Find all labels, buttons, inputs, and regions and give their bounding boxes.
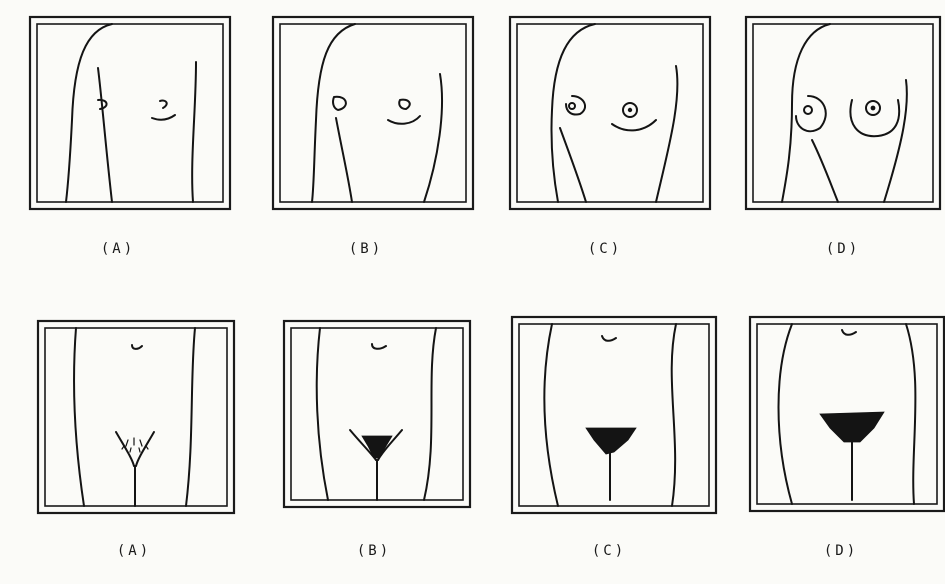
label-pubic-c: (C): [592, 543, 626, 559]
panel-pubic-d: [750, 317, 944, 511]
label-breast-b: (B): [349, 241, 383, 257]
label-pubic-b: (B): [357, 543, 391, 559]
navel: [842, 330, 856, 335]
panel-frame: [510, 17, 710, 209]
breast-right-fold: [612, 120, 656, 130]
torso-side: [884, 80, 907, 202]
panel-breast-c: [510, 17, 710, 209]
hip-left: [317, 328, 328, 500]
navel: [132, 345, 142, 349]
panel-breast-a: [30, 17, 230, 209]
breast-right-fold: [152, 115, 175, 120]
breast-left: [333, 97, 346, 110]
panel-frame: [273, 17, 473, 209]
navel: [372, 344, 386, 349]
hip-right: [424, 328, 436, 500]
panel-pubic-a: [38, 321, 234, 513]
panel-breast-b: [273, 17, 473, 209]
arm-outline: [336, 118, 352, 202]
panel-frame-inner: [280, 24, 466, 202]
hip-right: [186, 328, 195, 506]
nipple-right: [628, 108, 632, 112]
pubic-hair: [586, 428, 636, 454]
label-breast-d: (D): [826, 241, 860, 257]
label-pubic-d: (D): [824, 543, 858, 559]
torso-side: [424, 74, 442, 202]
torso-side: [656, 66, 677, 202]
panel-pubic-b: [284, 321, 470, 507]
panel-pubic-c: [512, 317, 716, 513]
panel-frame: [746, 17, 940, 209]
breast-right: [160, 101, 167, 108]
breast-right-fold: [388, 116, 420, 124]
breast-right: [850, 100, 899, 136]
body-outline: [551, 24, 595, 202]
nipple-left: [569, 103, 575, 109]
arm-outline: [812, 140, 838, 202]
panel-frame: [512, 317, 716, 513]
arm-outline: [98, 68, 112, 202]
pubic-hair: [820, 412, 884, 442]
body-outline: [312, 24, 355, 202]
panel-frame: [30, 17, 230, 209]
torso-side: [192, 62, 196, 202]
hip-right: [906, 324, 915, 504]
label-breast-c: (C): [588, 241, 622, 257]
body-outline: [66, 24, 112, 202]
nipple-right: [871, 106, 875, 110]
hip-left: [779, 324, 793, 504]
hip-left: [544, 324, 558, 506]
hip-right: [672, 324, 676, 506]
label-breast-a: (A): [101, 241, 135, 257]
nipple-left: [804, 106, 812, 114]
navel: [602, 336, 616, 341]
panel-breast-d: [746, 17, 940, 209]
arm-outline: [560, 128, 586, 202]
breast-right: [399, 100, 410, 109]
hip-left: [74, 328, 84, 506]
label-pubic-a: (A): [117, 543, 151, 559]
